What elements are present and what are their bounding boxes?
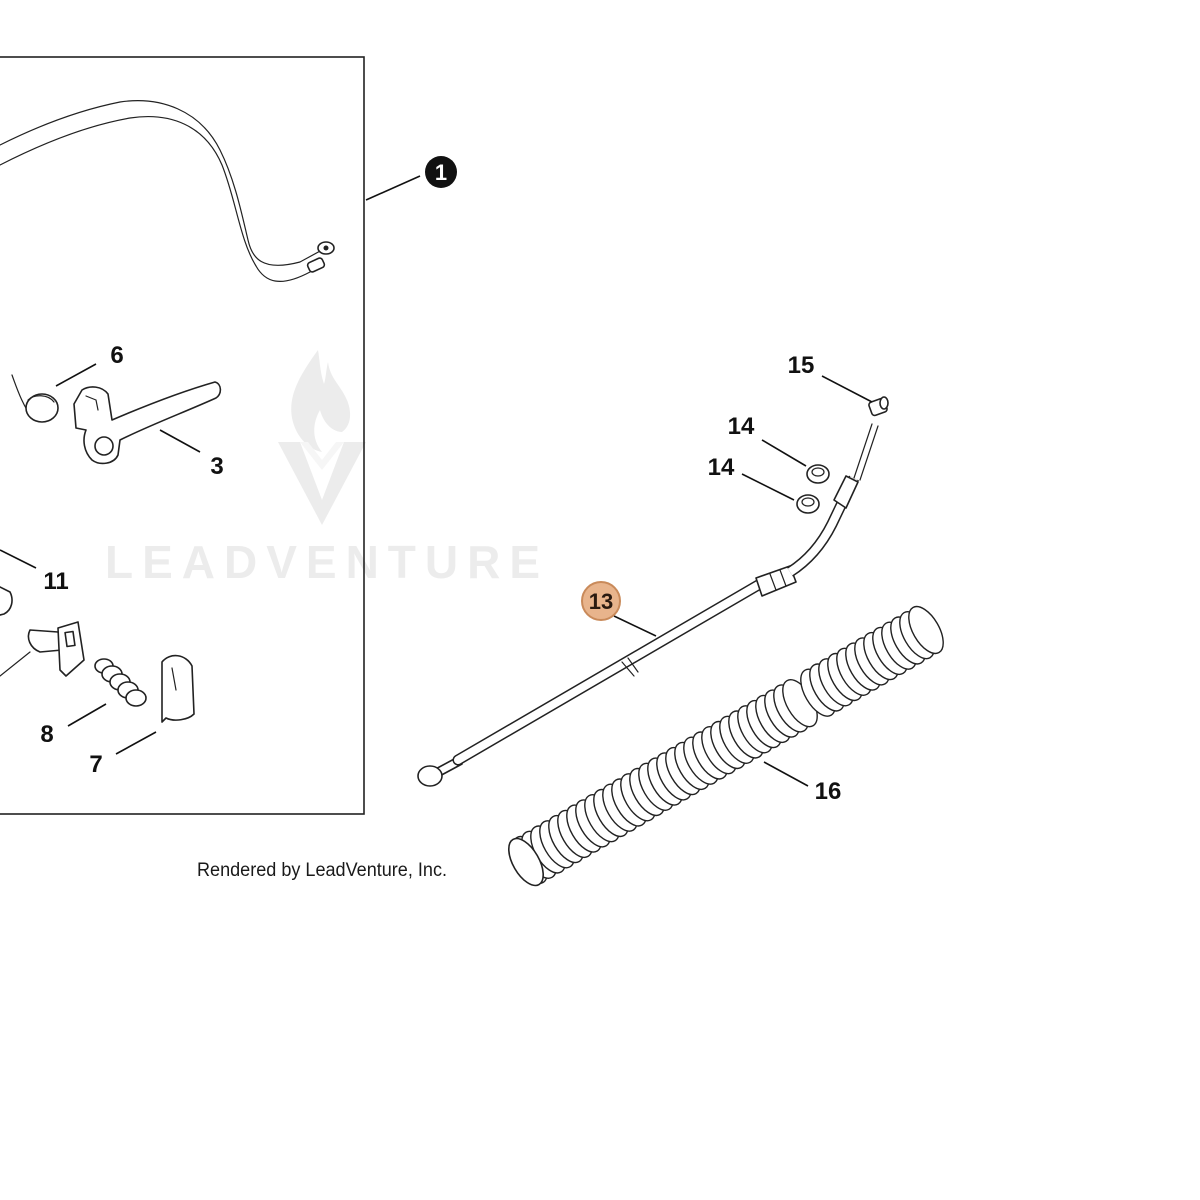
wire-harness[interactable] — [0, 100, 335, 282]
part-14-lower-nut[interactable] — [796, 494, 820, 514]
sleeve-end-cap — [508, 837, 544, 887]
part-11-lever-end[interactable] — [0, 585, 13, 616]
leader-lines — [0, 175, 873, 787]
callout-3-label[interactable]: 3 — [210, 453, 223, 480]
watermark-flame-icon — [291, 350, 351, 452]
callout-14-lower-label[interactable]: 14 — [708, 454, 735, 481]
callout-14-upper-label[interactable]: 14 — [728, 413, 755, 440]
pivot-bracket[interactable] — [0, 621, 85, 677]
part-14-upper-nut[interactable] — [806, 464, 830, 484]
callout-7-label[interactable]: 7 — [89, 751, 102, 778]
callout-1-label: 1 — [435, 160, 447, 185]
callout-1-badge[interactable]: 1 — [425, 156, 457, 188]
callouts: 1 6 3 11 8 7 15 14 14 13 16 — [40, 156, 841, 805]
callout-8-label[interactable]: 8 — [40, 721, 53, 748]
part-7-bracket[interactable] — [161, 654, 195, 723]
bullet-connector-icon — [306, 257, 326, 273]
watermark-v-logo-icon — [278, 442, 366, 525]
callout-13-highlight[interactable]: 13 — [581, 581, 621, 621]
part-3-lever[interactable] — [73, 381, 222, 465]
callout-11-label[interactable]: 11 — [43, 568, 68, 595]
callout-13-label: 13 — [589, 589, 613, 614]
sleeve-ridge — [908, 605, 944, 655]
part-6-cap[interactable] — [11, 374, 59, 423]
credit-text: Rendered by LeadVenture, Inc. — [197, 860, 447, 881]
callout-15-label[interactable]: 15 — [788, 352, 815, 379]
part-16-corrugated-sleeve[interactable] — [502, 601, 951, 891]
callout-16-label[interactable]: 16 — [815, 778, 842, 805]
part-8-spring[interactable] — [94, 658, 147, 707]
callout-6-label[interactable]: 6 — [110, 342, 123, 369]
ring-terminal-icon — [317, 241, 335, 255]
watermark: LEADVENTURE — [105, 350, 549, 588]
kit-frame — [0, 56, 365, 815]
watermark-text: LEADVENTURE — [105, 536, 549, 588]
part-13-cable[interactable] — [417, 423, 879, 787]
part-15-end-fitting[interactable] — [868, 396, 889, 417]
